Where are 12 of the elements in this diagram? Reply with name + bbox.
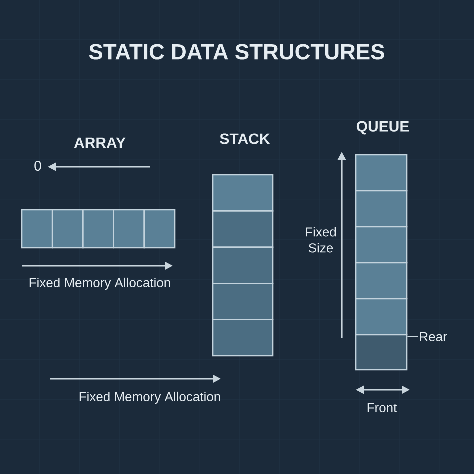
title: STATIC DATA STRUCTURES <box>89 44 384 60</box>
axis-label: Front <box>368 403 398 413</box>
leader-line <box>407 336 418 338</box>
axis-label: Fixed Memory Allocation <box>30 278 170 290</box>
axis-label: Fixed Memory Allocation <box>80 392 220 404</box>
heading: ARRAY <box>74 138 126 148</box>
index-label: 0 <box>34 161 42 171</box>
axis-label: Fixed Size <box>306 227 336 253</box>
heading: STACK <box>220 134 270 144</box>
queue-cell <box>355 334 408 371</box>
node-label: Rear <box>420 332 448 342</box>
heading: QUEUE <box>356 121 410 135</box>
